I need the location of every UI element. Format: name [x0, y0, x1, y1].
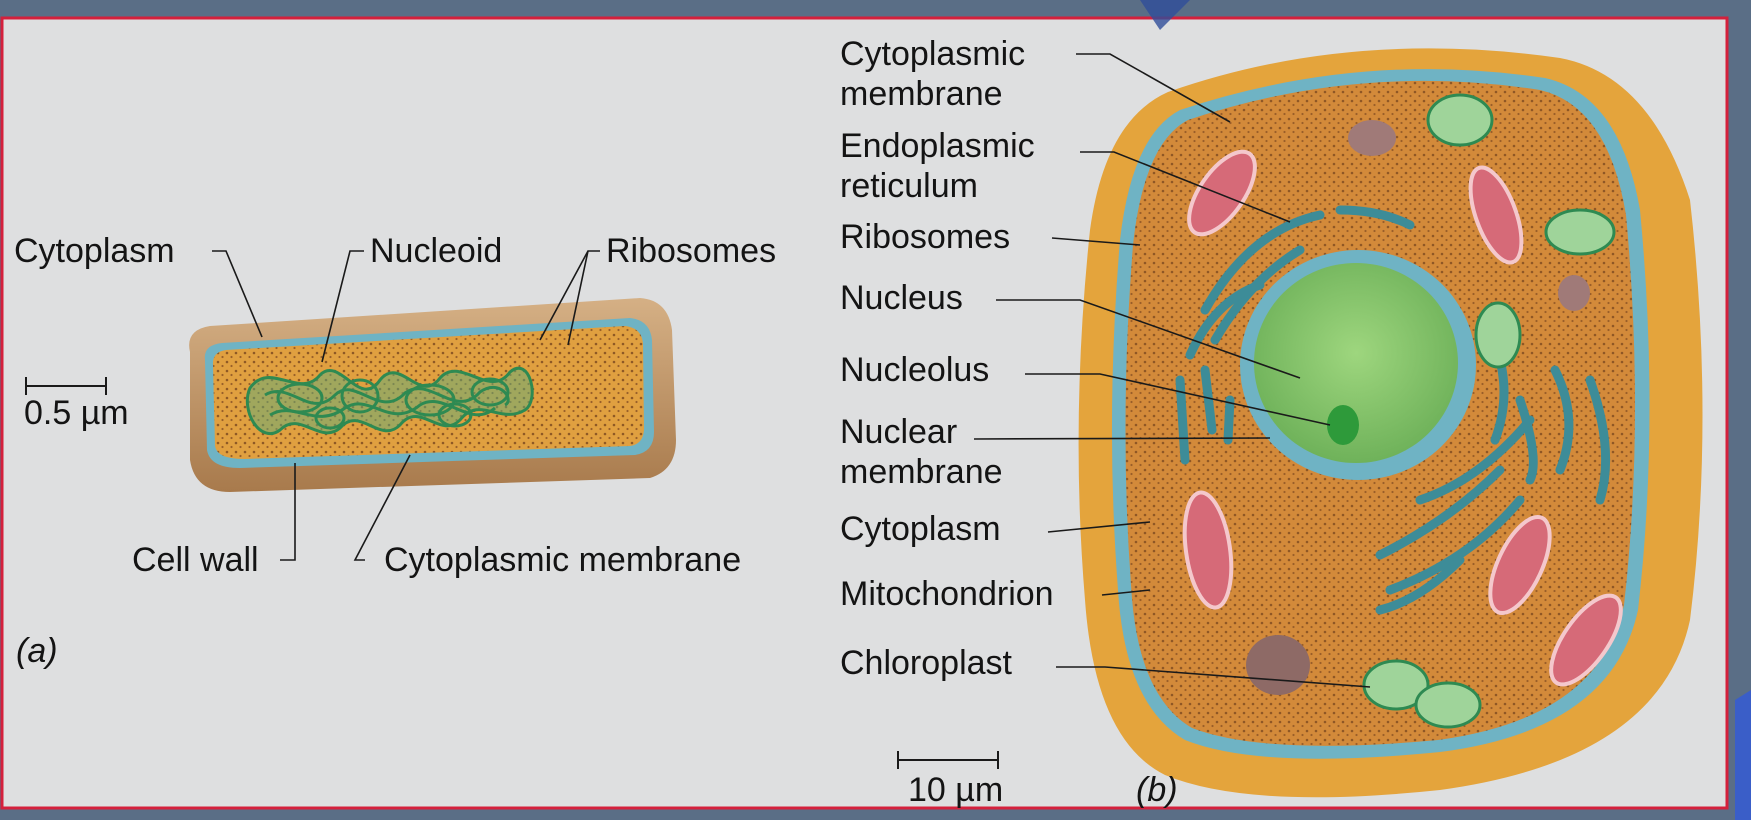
vesicle	[1246, 635, 1310, 695]
label-cell-wall: Cell wall	[132, 540, 259, 580]
nucleolus-shape	[1327, 405, 1359, 445]
bacterium	[189, 298, 676, 492]
label-nucleolus: Nucleolus	[840, 350, 989, 390]
label-ribosomes-b: Ribosomes	[840, 217, 1010, 257]
label-endoplasmic-reticulum-line2: reticulum	[840, 166, 978, 206]
label-nucleoid: Nucleoid	[370, 231, 502, 271]
vesicle	[1558, 275, 1590, 311]
scale-bar-b-label: 10 µm	[908, 770, 1003, 810]
slide-decoration	[1735, 690, 1751, 820]
label-cytoplasmic-membrane-b-line1: Cytoplasmic	[840, 34, 1025, 74]
panel-letter-b: (b)	[1136, 770, 1178, 810]
label-cytoplasm-a: Cytoplasm	[14, 231, 175, 271]
label-endoplasmic-reticulum-line1: Endoplasmic	[840, 126, 1035, 166]
scale-bar-a-label: 0.5 µm	[24, 393, 129, 433]
panel-letter-a: (a)	[16, 631, 58, 671]
label-nucleus: Nucleus	[840, 278, 963, 318]
label-nuclear-membrane-line1: Nuclear	[840, 412, 957, 452]
label-cytoplasmic-membrane-b-line2: membrane	[840, 74, 1003, 114]
label-nuclear-membrane-line2: membrane	[840, 452, 1003, 492]
plant-cell	[1079, 48, 1703, 797]
vesicle	[1348, 120, 1396, 156]
label-mitochondrion: Mitochondrion	[840, 574, 1054, 614]
label-chloroplast: Chloroplast	[840, 643, 1012, 683]
label-ribosomes-a: Ribosomes	[606, 231, 776, 271]
label-cytoplasm-b: Cytoplasm	[840, 509, 1001, 549]
label-cytoplasmic-membrane-a: Cytoplasmic membrane	[384, 540, 741, 580]
